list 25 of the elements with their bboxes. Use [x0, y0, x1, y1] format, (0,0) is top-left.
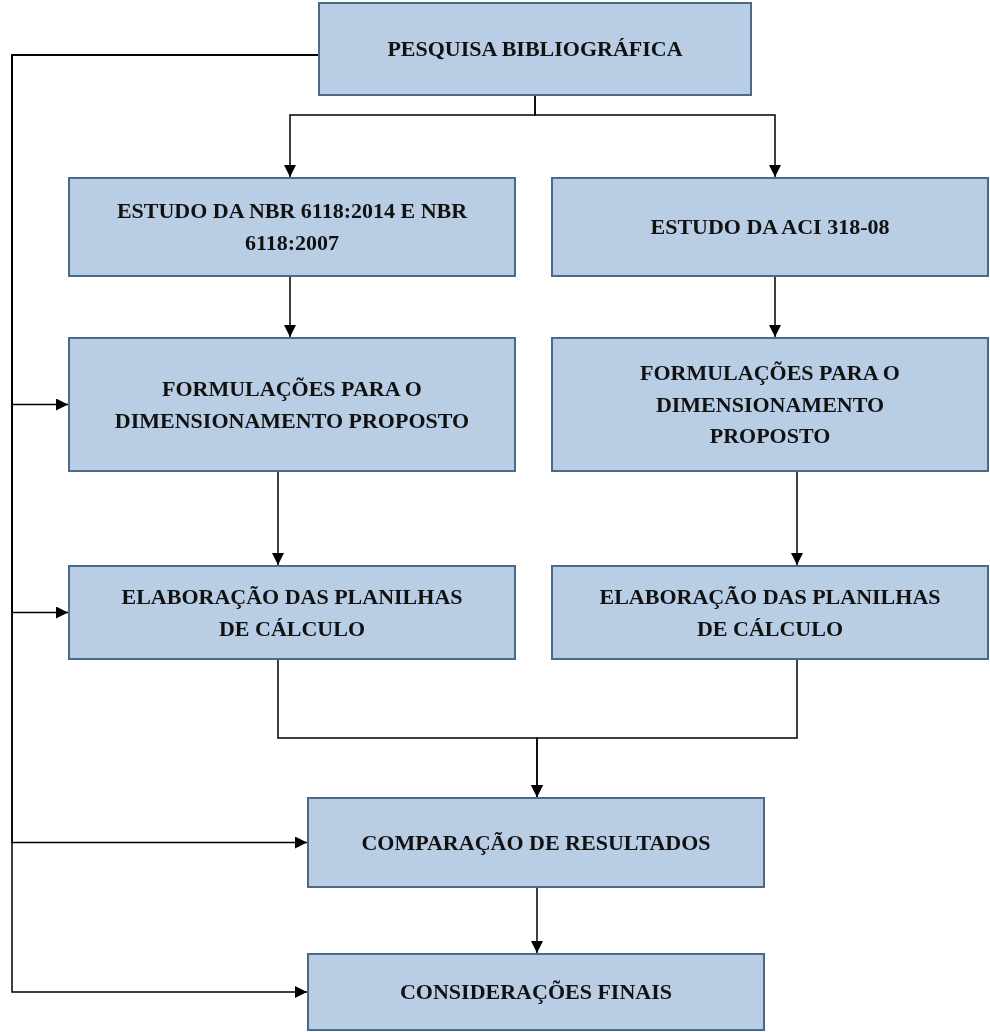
arrow	[791, 471, 803, 566]
arrow	[531, 887, 543, 954]
process-box	[551, 337, 989, 472]
arrow	[284, 276, 296, 338]
arrow	[769, 276, 781, 338]
process-box	[551, 177, 989, 277]
arrow	[534, 95, 781, 178]
box-label: COMPARAÇÃO DE RESULTADOS	[361, 828, 711, 857]
process-box	[307, 797, 765, 888]
process-box	[68, 177, 516, 277]
box-label: ESTUDO DA ACI 318-08	[650, 213, 890, 242]
process-box	[68, 337, 516, 472]
box-label: FORMULAÇÕES PARA O DIMENSIONAMENTO PROPOSTO	[639, 358, 901, 451]
box-label: ELABORAÇÃO DAS PLANILHAS DE CÁLCULO	[120, 582, 464, 643]
process-box	[307, 953, 765, 1031]
box-label: ELABORAÇÃO DAS PLANILHAS DE CÁLCULO	[598, 582, 942, 643]
box-label: PESQUISA BIBLIOGRÁFICA	[387, 35, 683, 64]
arrow	[531, 659, 798, 798]
process-box	[318, 2, 752, 96]
box-label: FORMULAÇÕES PARA O DIMENSIONAMENTO PROPOSTO	[113, 374, 471, 435]
process-box	[68, 565, 516, 660]
box-label: ESTUDO DA NBR 6118:2014 E NBR 6118:2007	[115, 197, 469, 257]
box-label: CONSIDERAÇÕES FINAIS	[400, 978, 672, 1007]
process-box	[551, 565, 989, 660]
arrow	[272, 471, 284, 566]
